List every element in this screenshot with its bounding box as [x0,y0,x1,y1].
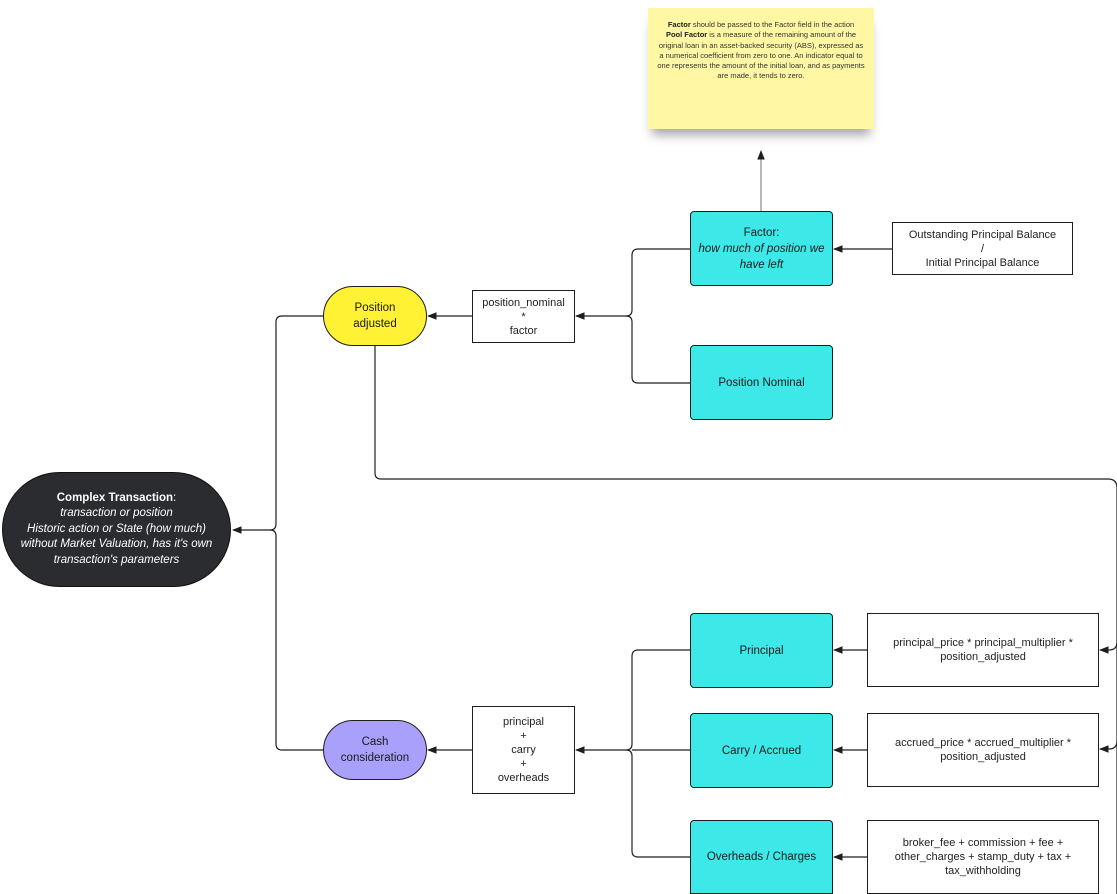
principal-formula-box[interactable]: principal_price * principal_multiplier *… [867,613,1099,687]
overheads-label: Overheads / Charges [706,851,817,863]
position-adjusted-line1: Position [354,302,396,314]
edge-overheads-to-cashformula [625,749,690,858]
position-formula-box[interactable]: position_nominal * factor [472,290,575,343]
cash-formula-line5: overheads [497,772,550,784]
note-factor-rest: should be passed to the Factor field in … [690,20,855,29]
factor-subtitle: how much of position we have left [698,242,825,271]
carry-formula-box[interactable]: accrued_price * accrued_multiplier * pos… [867,713,1099,787]
note-pool-rest: is a measure of the remaining amount of … [657,30,865,81]
factor-sticky-note: Factor should be passed to the Factor fi… [648,8,874,129]
complex-transaction-line2: Historic action or State (how much) [27,522,206,535]
position-formula-line2: * [521,310,526,323]
carry-label: Carry / Accrued [721,744,802,757]
position-adjusted-node[interactable]: Position adjusted [323,286,427,346]
position-nominal-label: Position Nominal [718,376,805,389]
principal-balance-box[interactable]: Outstanding Principal Balance / Initial … [892,222,1073,275]
cash-formula-line4: + [520,758,527,770]
carry-formula-line1: accrued_price * accrued_multiplier * [894,737,1072,749]
overheads-formula-line1: broker_fee + commission + fee + [902,837,1064,849]
cash-consideration-line2: consideration [340,752,410,764]
principal-label: Principal [739,644,784,657]
cash-consideration-line1: Cash [361,736,389,748]
cash-formula-line3: carry [511,744,536,756]
overheads-charges-node[interactable]: Overheads / Charges [690,820,833,894]
principal-formula-line1: principal_price * principal_multiplier * [893,637,1073,649]
factor-title: Factor: [743,226,780,239]
carry-accrued-node[interactable]: Carry / Accrued [690,713,833,788]
overheads-formula-line3: tax_withholding [945,865,1021,877]
complex-transaction-title-line: Complex Transaction: [57,491,177,507]
principal-balance-line2: / [980,242,985,255]
principal-balance-line3: Initial Principal Balance [925,256,1040,269]
principal-balance-line1: Outstanding Principal Balance [908,228,1057,241]
complex-transaction-title: Complex Transaction [56,491,174,504]
position-nominal-node[interactable]: Position Nominal [690,345,833,420]
principal-formula-line2: position_adjusted [940,651,1026,663]
note-factor-line: Factor should be passed to the Factor fi… [656,20,866,30]
edge-cash-to-complex [269,529,323,751]
complex-transaction-line4: transaction's parameters [53,553,180,566]
edge-principal-to-cashformula [575,649,690,754]
complex-transaction-line3: without Market Valuation, has it's own [20,538,213,551]
complex-transaction-colon: : [173,491,177,504]
note-pool-line: Pool Factor is a measure of the remainin… [656,30,866,81]
cash-formula-box[interactable]: principal + carry + overheads [472,706,575,794]
position-formula-line3: factor [509,324,538,337]
edge-feed-carry-formula [1099,740,1117,753]
position-adjusted-line2: adjusted [353,318,397,330]
factor-node[interactable]: Factor: how much of position we have lef… [690,211,833,286]
complex-transaction-node[interactable]: Complex Transaction: transaction or posi… [2,472,231,587]
edge-feed-principal-formula [1099,641,1117,654]
note-pool-term: Pool Factor [665,30,708,40]
overheads-formula-box[interactable]: broker_fee + commission + fee + other_ch… [867,820,1099,894]
edge-factor-to-formula [575,248,690,320]
position-formula-line1: position_nominal [482,296,565,309]
principal-node[interactable]: Principal [690,613,833,688]
cash-consideration-node[interactable]: Cash consideration [323,720,427,780]
overheads-formula-line2: other_charges + stamp_duty + tax + [894,851,1072,863]
edge-position-to-complex [232,315,323,534]
carry-formula-line2: position_adjusted [940,751,1026,763]
edge-nominal-to-formula [625,315,690,384]
complex-transaction-line1: transaction or position [60,507,173,520]
cash-formula-line2: + [520,730,527,742]
cash-formula-line1: principal [503,716,544,728]
note-factor-term: Factor [667,20,691,29]
